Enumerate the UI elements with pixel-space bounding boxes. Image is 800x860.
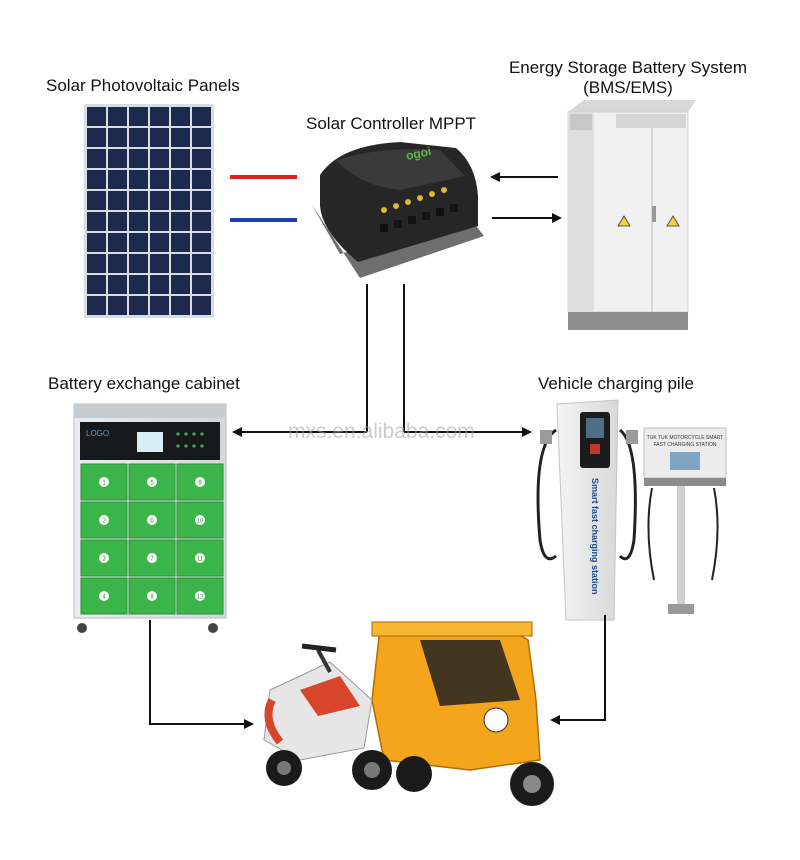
storage-label: Energy Storage Battery System (BMS/EMS)	[502, 58, 754, 98]
station-sign-line2: FAST CHARGING STATION	[653, 442, 716, 448]
solar-cell	[150, 233, 169, 252]
mppt-controller-image: ogoi	[312, 142, 484, 278]
solar-cell	[108, 191, 127, 210]
solar-cell	[129, 128, 148, 147]
energy-storage-cabinet-image	[568, 100, 696, 330]
solar-cell	[87, 128, 106, 147]
solar-cell	[171, 107, 190, 126]
solar-cell	[87, 212, 106, 231]
solar-cell	[108, 107, 127, 126]
solar-cell	[87, 296, 106, 315]
solar-cell	[129, 275, 148, 294]
watermark-text: mxs.en.alibaba.com	[288, 420, 475, 444]
storage-label-line1: Energy Storage Battery System	[502, 58, 754, 78]
solar-cell	[171, 170, 190, 189]
solar-cell	[150, 275, 169, 294]
cabinet-slot-number: 10	[197, 519, 204, 525]
solar-cell	[150, 170, 169, 189]
solar-cell	[150, 296, 169, 315]
solar-cell	[129, 212, 148, 231]
solar-cell	[192, 233, 211, 252]
storage-label-line2: (BMS/EMS)	[502, 78, 754, 98]
solar-cell	[171, 212, 190, 231]
solar-cell	[192, 128, 211, 147]
solar-cell	[108, 149, 127, 168]
solar-cell	[129, 149, 148, 168]
solar-cell	[150, 128, 169, 147]
solar-cell	[171, 233, 190, 252]
solar-cell	[192, 191, 211, 210]
solar-cell	[87, 233, 106, 252]
solar-cell	[129, 296, 148, 315]
solar-cell	[87, 170, 106, 189]
charging-pile-image: Smart fast charging station TUK TUK MOTO…	[538, 400, 726, 620]
solar-cell	[171, 191, 190, 210]
cabinet-logo: LOGO	[86, 429, 109, 438]
solar-cell	[171, 254, 190, 273]
solar-cell	[192, 149, 211, 168]
solar-cell	[192, 170, 211, 189]
arrow-pile-to-vehicles	[552, 615, 605, 720]
solar-cell	[150, 212, 169, 231]
solar-cell	[87, 107, 106, 126]
solar-cell	[129, 191, 148, 210]
solar-cell	[87, 254, 106, 273]
controller-label: Solar Controller MPPT	[306, 114, 476, 134]
pile-vertical-text: Smart fast charging station	[590, 478, 600, 595]
solar-cell	[87, 275, 106, 294]
solar-cell	[108, 233, 127, 252]
solar-cell	[150, 149, 169, 168]
solar-cell	[192, 254, 211, 273]
solar-cell	[129, 254, 148, 273]
solar-cell	[108, 170, 127, 189]
solar-cell	[108, 128, 127, 147]
solar-cell	[192, 296, 211, 315]
solar-cell	[108, 254, 127, 273]
solar-cell	[129, 107, 148, 126]
solar-cell	[192, 275, 211, 294]
solar-cell	[108, 275, 127, 294]
solar-cell	[87, 149, 106, 168]
solar-cell	[108, 212, 127, 231]
cabinet-slot-number: 12	[197, 595, 204, 601]
solar-cell	[192, 212, 211, 231]
station-sign-line1: TUK TUK MOTORCYCLE SMART	[647, 435, 724, 441]
solar-cell	[150, 191, 169, 210]
solar-cell	[192, 107, 211, 126]
cabinet-slot-number: 11	[197, 557, 204, 563]
solar-cell	[150, 107, 169, 126]
solar-cell	[171, 275, 190, 294]
solar-cell	[87, 191, 106, 210]
charging-pile-label: Vehicle charging pile	[538, 374, 694, 394]
solar-cell	[171, 149, 190, 168]
solar-panels-label: Solar Photovoltaic Panels	[46, 76, 240, 96]
solar-cell	[171, 128, 190, 147]
solar-cell	[171, 296, 190, 315]
tuk-tuk-image	[372, 622, 554, 806]
arrow-cabinet-to-vehicles	[150, 620, 252, 724]
solar-cell	[129, 233, 148, 252]
solar-cell	[129, 170, 148, 189]
solar-panel-image	[84, 104, 214, 318]
solar-cell	[150, 254, 169, 273]
scooter-image	[264, 646, 392, 790]
solar-cell	[108, 296, 127, 315]
exchange-cabinet-label: Battery exchange cabinet	[48, 374, 240, 394]
